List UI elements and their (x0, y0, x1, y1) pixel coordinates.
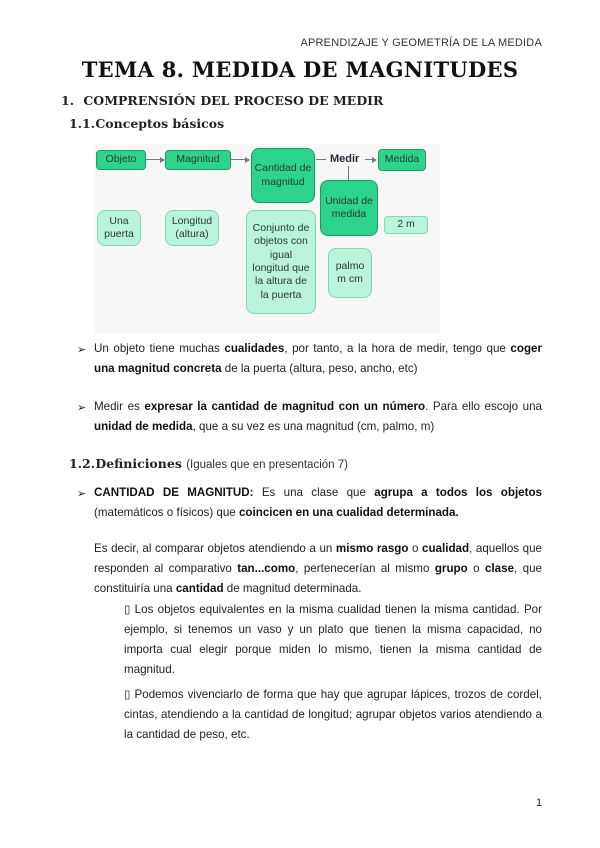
section-number: 1. (61, 93, 75, 108)
emphasis: unidad de medida (94, 420, 193, 433)
bullet-arrow-icon: ➢ (77, 402, 87, 414)
box-medida: Medida (378, 149, 426, 171)
emphasis: coincicen en una cualidad determinada. (238, 506, 459, 519)
sub-point: ▯ Los objetos equivalentes en la misma c… (124, 600, 542, 680)
connector (316, 159, 326, 160)
definition-paragraph: CANTIDAD DE MAGNITUD: Es una clase que a… (94, 486, 543, 519)
emphasis: grupo (434, 562, 468, 575)
concept-diagram: Objeto Magnitud Cantidad de magnitud Med… (94, 144, 440, 334)
section-label: COMPRENSIÓN DEL PROCESO DE MEDIR (83, 93, 384, 108)
connector (348, 166, 349, 180)
subsection-heading-1-1: 1.1. Conceptos básicos (69, 116, 224, 131)
subsection-label: Conceptos básicos (95, 116, 225, 131)
example-una-puerta: Una puerta (97, 210, 141, 246)
bullet-arrow-icon: ➢ (77, 344, 87, 356)
subsection-number: 1.2. (69, 456, 96, 471)
connector (231, 159, 247, 160)
emphasis: clase (484, 562, 514, 575)
subsection-note: (Iguales que en presentación 7) (186, 459, 348, 471)
bullet-paragraph: Medir es expresar la cantidad de magnitu… (94, 400, 542, 433)
box-glyph-icon: ▯ (124, 603, 131, 616)
box-cantidad-magnitud: Cantidad de magnitud (251, 148, 315, 203)
emphasis: tan...como (237, 562, 296, 575)
arrow-icon (245, 157, 250, 163)
label-medir: Medir (330, 153, 360, 165)
explanation-paragraph: Es decir, al comparar objetos atendiendo… (94, 542, 542, 595)
sub-point: ▯ Podemos vivenciarlo de forma que hay q… (124, 685, 542, 745)
connector (146, 159, 162, 160)
example-longitud: Longitud (altura) (165, 210, 219, 246)
example-unidades: palmo m cm (328, 248, 372, 298)
emphasis: CANTIDAD DE MAGNITUD: (94, 486, 254, 499)
emphasis: cualidad (422, 542, 470, 555)
emphasis: agrupa a todos los objetos (374, 486, 543, 499)
example-2m: 2 m (384, 216, 428, 234)
box-magnitud: Magnitud (165, 150, 231, 170)
page-number: 1 (536, 797, 543, 809)
emphasis: cualidades (224, 342, 285, 355)
box-objeto: Objeto (96, 150, 146, 170)
sub-point-text: Los objetos equivalentes en la misma cua… (124, 603, 542, 676)
page-title: TEMA 8. MEDIDA DE MAGNITUDES (81, 57, 519, 82)
emphasis: expresar la cantidad de magnitud con un … (144, 400, 426, 413)
bullet-paragraph: Un objeto tiene muchas cualidades, por t… (94, 342, 542, 375)
bullet-arrow-icon: ➢ (77, 488, 87, 500)
subsection-number: 1.1. (69, 116, 96, 131)
arrow-icon (372, 157, 377, 163)
subsection-label: Definiciones (95, 456, 182, 471)
box-unidad-medida: Unidad de medida (320, 180, 378, 236)
connector (365, 159, 373, 160)
sub-point-text: Podemos vivenciarlo de forma que hay que… (124, 688, 542, 741)
arrow-icon (160, 157, 165, 163)
emphasis: mismo rasgo (335, 542, 409, 555)
emphasis: coger una magnitud concreta (94, 342, 542, 375)
section-heading-1: 1. COMPRENSIÓN DEL PROCESO DE MEDIR (61, 93, 383, 108)
box-glyph-icon: ▯ (124, 688, 131, 701)
emphasis: cantidad (175, 582, 224, 595)
subsection-heading-1-2: 1.2. Definiciones (Iguales que en presen… (69, 456, 348, 471)
running-header: APRENDIZAJE Y GEOMETRÍA DE LA MEDIDA (300, 37, 542, 49)
example-conjunto-objetos: Conjunto de objetos con igual longitud q… (246, 210, 316, 314)
